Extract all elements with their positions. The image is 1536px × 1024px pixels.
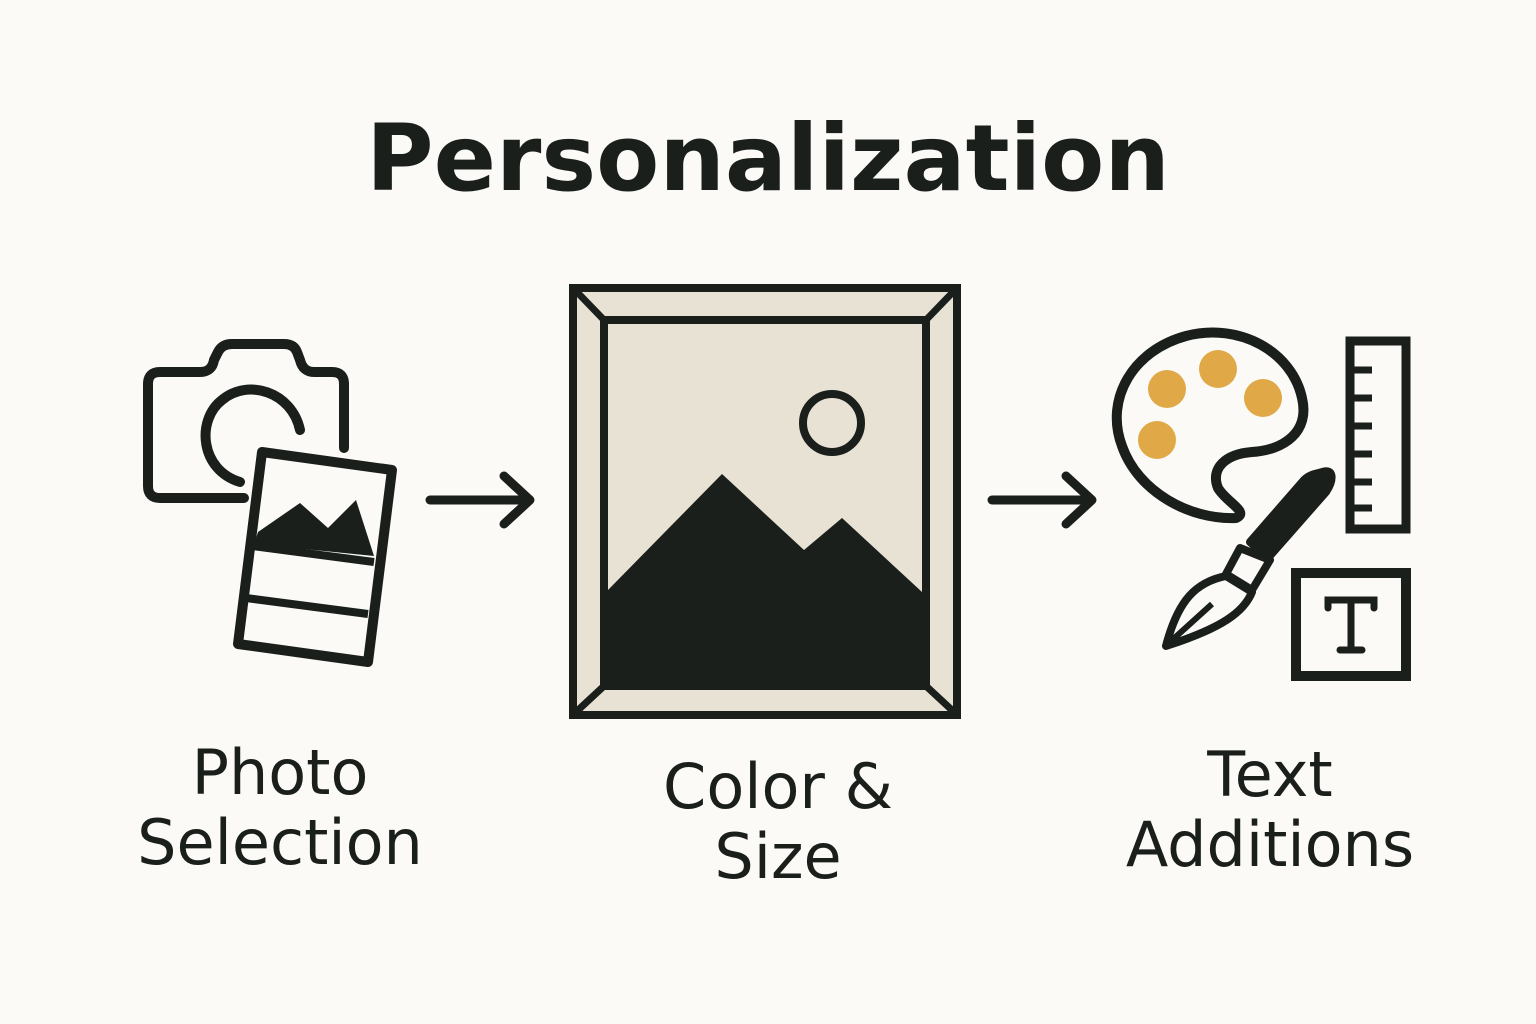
page-title: Personalization — [366, 105, 1170, 212]
mountains-icon — [608, 474, 922, 682]
picture-frame-icon — [569, 284, 961, 719]
step-label-line: Size — [714, 820, 842, 893]
step-label-line: Additions — [1125, 808, 1415, 881]
step-label-line: Text — [1207, 738, 1333, 811]
sun-icon — [799, 390, 865, 456]
paint-palette-icon — [1111, 327, 1309, 524]
fountain-pen-icon — [1162, 467, 1336, 650]
step-label-line: Selection — [137, 806, 423, 879]
arrow-right-icon — [987, 471, 1097, 529]
photo-print-icon — [233, 447, 397, 667]
step-label-photo-selection: Photo Selection — [100, 738, 460, 878]
step-label-text-additions: Text Additions — [1080, 740, 1460, 880]
ruler-icon — [1345, 336, 1411, 534]
step-label-line: Photo — [191, 736, 369, 809]
step-label-line: Color & — [663, 750, 893, 823]
text-box-icon — [1291, 568, 1411, 681]
camera-icon — [143, 339, 349, 503]
arrow-right-icon — [425, 471, 535, 529]
step-label-color-size: Color & Size — [588, 752, 968, 892]
